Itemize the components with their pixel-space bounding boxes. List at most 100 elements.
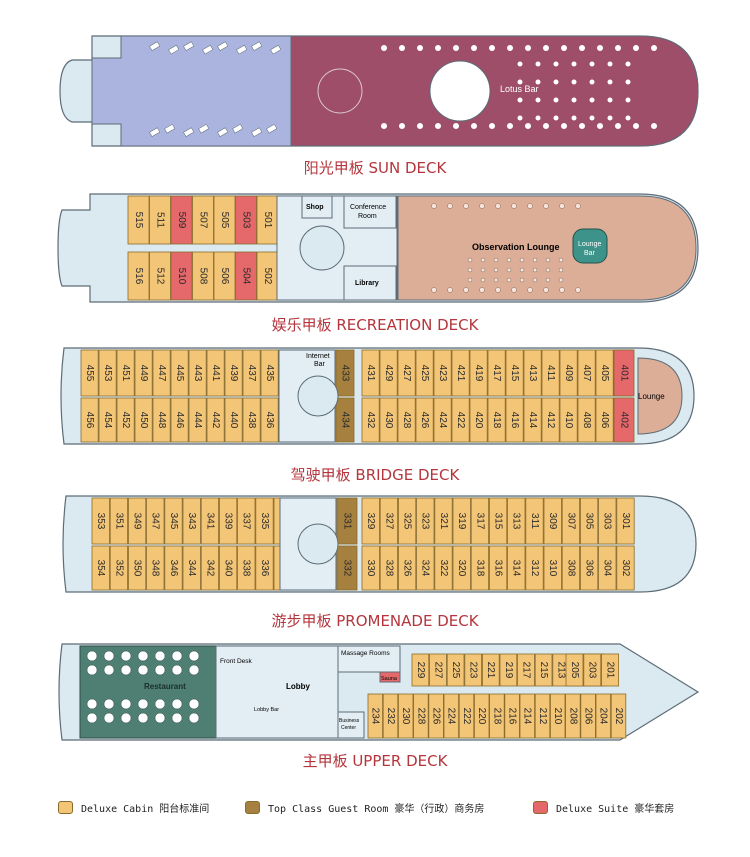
sun-deck: Lotus Bar bbox=[59, 35, 699, 147]
cabin-328: 328 bbox=[379, 545, 399, 591]
cabin-number: 341 bbox=[204, 513, 215, 530]
observation-lounge-label: Observation Lounge bbox=[472, 242, 560, 252]
table bbox=[535, 115, 541, 121]
front-desk-label: Front Desk bbox=[220, 658, 253, 665]
table bbox=[607, 79, 613, 85]
observation-lounge-area bbox=[397, 195, 697, 301]
cabin-box bbox=[504, 693, 520, 739]
cabin-number: 441 bbox=[210, 365, 221, 382]
restaurant-table bbox=[154, 650, 166, 662]
cabin-number: 315 bbox=[492, 513, 503, 530]
cabin-box bbox=[505, 397, 524, 443]
cabin-331: 331 bbox=[336, 497, 358, 545]
cabin-446: 446 bbox=[170, 397, 189, 443]
sun-deck-purple-area bbox=[290, 35, 699, 147]
cabin-box bbox=[336, 545, 358, 591]
table bbox=[615, 123, 621, 129]
deck-chair bbox=[266, 123, 278, 134]
table bbox=[511, 203, 517, 209]
cabin-box bbox=[152, 349, 171, 397]
cabin-number: 443 bbox=[192, 365, 203, 382]
cabin-box bbox=[523, 349, 542, 397]
cabin-box bbox=[235, 251, 257, 301]
cabin-box bbox=[91, 497, 110, 545]
cabin-number: 410 bbox=[563, 412, 574, 429]
table bbox=[545, 257, 551, 263]
cabin-456: 456 bbox=[80, 397, 99, 443]
cabin-box bbox=[397, 497, 417, 545]
cabin-number: 408 bbox=[581, 412, 592, 429]
cabin-box bbox=[565, 693, 581, 739]
cabin-351: 351 bbox=[109, 497, 128, 545]
cabin-505: 505 bbox=[213, 195, 236, 245]
cabin-number: 413 bbox=[527, 365, 538, 382]
cabin-number: 405 bbox=[599, 365, 610, 382]
cabin-number: 319 bbox=[456, 513, 467, 530]
cabin-217: 217 bbox=[517, 653, 535, 687]
cabin-box bbox=[255, 545, 274, 591]
cabin-box bbox=[451, 397, 470, 443]
table bbox=[633, 123, 639, 129]
table bbox=[431, 287, 437, 293]
cabin-number: 338 bbox=[241, 560, 252, 577]
cabin-number: 428 bbox=[401, 412, 412, 429]
cabin-313: 313 bbox=[507, 497, 526, 545]
cabin-434: 434 bbox=[335, 397, 355, 443]
cabin-box bbox=[559, 397, 578, 443]
business-center-label-1: Business bbox=[339, 718, 360, 724]
lobby-label: Lobby bbox=[286, 682, 311, 691]
cabin-box bbox=[458, 693, 475, 739]
table bbox=[535, 97, 541, 103]
cabin-number: 420 bbox=[473, 412, 484, 429]
cabin-509: 509 bbox=[170, 195, 193, 245]
cabin-445: 445 bbox=[170, 349, 189, 397]
cabin-box bbox=[164, 497, 183, 545]
cabin-315: 315 bbox=[488, 497, 508, 545]
table bbox=[495, 287, 501, 293]
deck-chair bbox=[149, 41, 161, 51]
table bbox=[597, 123, 603, 129]
table bbox=[435, 45, 441, 51]
sun-deck-title: 阳光甲板 SUN DECK bbox=[303, 159, 447, 177]
cabin-box bbox=[415, 397, 434, 443]
cabin-number: 331 bbox=[341, 513, 352, 530]
cabin-234: 234 bbox=[367, 693, 384, 739]
cabin-box bbox=[149, 251, 171, 301]
cabin-202: 202 bbox=[610, 693, 627, 739]
cabin-box bbox=[361, 397, 380, 443]
cabin-422: 422 bbox=[451, 397, 470, 443]
cabin-box bbox=[416, 545, 435, 591]
cabin-number: 438 bbox=[246, 412, 257, 429]
bridge-lounge-label: Lounge bbox=[638, 392, 665, 401]
table bbox=[579, 45, 585, 51]
lobby-bar-label: Lobby Bar bbox=[254, 707, 279, 713]
cabin-box bbox=[595, 349, 614, 397]
cabin-box bbox=[598, 545, 617, 591]
restaurant-table bbox=[154, 712, 166, 724]
cabin-401: 401 bbox=[613, 349, 635, 397]
cabin-box bbox=[218, 497, 238, 545]
cabin-228: 228 bbox=[413, 693, 429, 739]
cabin-number: 214 bbox=[522, 708, 533, 725]
cabin-number: 444 bbox=[192, 412, 203, 429]
cabin-box bbox=[541, 397, 560, 443]
cabin-box bbox=[517, 653, 535, 687]
table bbox=[463, 287, 469, 293]
cabin-455: 455 bbox=[80, 349, 99, 397]
cabin-311: 311 bbox=[525, 497, 544, 545]
restaurant-table bbox=[86, 650, 98, 662]
cabin-416: 416 bbox=[505, 397, 524, 443]
cabin-box bbox=[127, 545, 147, 591]
legend-label-top-class: Top Class Guest Room 豪华（行政）商务房 bbox=[268, 803, 485, 815]
cabin-321: 321 bbox=[434, 497, 453, 545]
cabin-number: 225 bbox=[450, 662, 461, 679]
cabin-number: 510 bbox=[176, 268, 187, 285]
cabin-number: 325 bbox=[401, 513, 412, 530]
cabin-320: 320 bbox=[452, 545, 471, 591]
cabin-205: 205 bbox=[565, 653, 584, 687]
cabin-box bbox=[489, 693, 505, 739]
cabin-402: 402 bbox=[613, 397, 635, 443]
cabin-432: 432 bbox=[361, 397, 380, 443]
cabin-516: 516 bbox=[127, 251, 150, 301]
